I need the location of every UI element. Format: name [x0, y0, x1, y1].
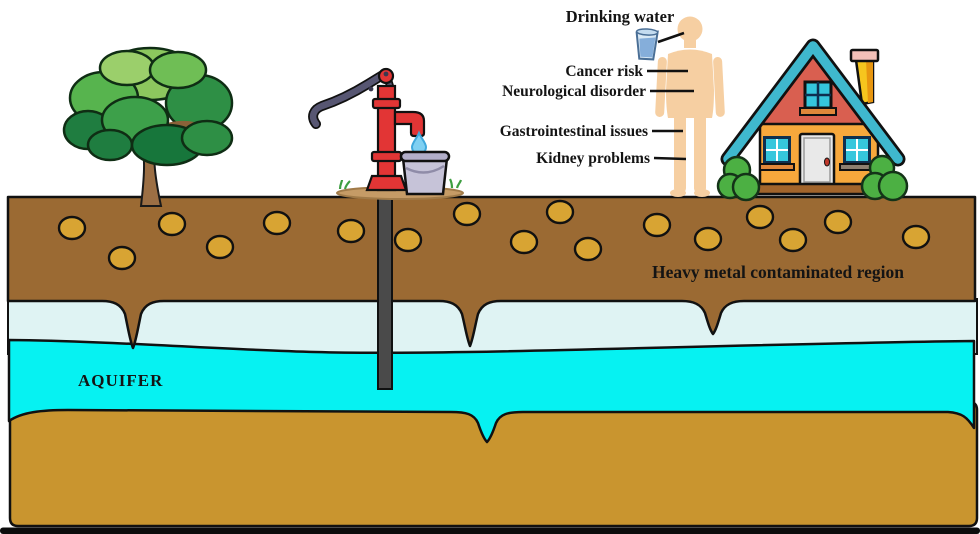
pump-collar-top — [371, 97, 402, 110]
roof-band — [723, 41, 903, 164]
left-window-cross — [766, 139, 788, 161]
contaminant-particle — [823, 209, 853, 235]
tree — [62, 46, 234, 207]
contaminant-particle — [107, 245, 137, 271]
aquifer-label: AQUIFER — [78, 371, 163, 390]
contaminant-particle — [509, 229, 539, 255]
contaminant-particle — [452, 201, 482, 227]
grass-tufts — [338, 178, 463, 190]
person-torso — [666, 49, 714, 118]
aquifer-layer — [7, 338, 976, 444]
label-leader-lines — [647, 31, 694, 161]
person-left-arm — [655, 57, 667, 117]
right-window-cross — [846, 139, 868, 161]
pump-bolt — [383, 71, 389, 77]
pump-base — [365, 174, 408, 192]
neurological-label: Neurological disorder — [502, 83, 646, 100]
house — [716, 38, 909, 202]
contaminant-particle — [57, 215, 87, 241]
bush — [877, 170, 909, 202]
pump-collar-mid — [370, 150, 403, 163]
bushes — [716, 154, 909, 202]
kidney-line — [653, 156, 687, 161]
drinking-water-line — [657, 31, 685, 44]
tree-foliage-front — [62, 95, 234, 167]
chimney-cap — [849, 48, 880, 63]
water-glass-icon — [635, 28, 659, 61]
contaminant-particle — [693, 226, 723, 252]
contaminant-particle — [393, 227, 423, 253]
door-panel — [803, 137, 831, 183]
chimney-shade — [866, 60, 873, 103]
contaminant-particle — [642, 212, 672, 238]
door-knob — [824, 157, 830, 167]
bucket — [399, 150, 451, 196]
contaminant-particle — [573, 236, 603, 262]
heavy-metal-particles — [57, 199, 931, 271]
contaminant-particle — [545, 199, 575, 225]
person-neck — [684, 36, 696, 48]
kidney-label: Kidney problems — [536, 150, 650, 167]
drinking-water-label: Drinking water — [566, 7, 675, 26]
contaminant-particle — [336, 218, 366, 244]
attic-window-cross — [805, 82, 831, 108]
contaminated-soil-layer — [6, 195, 977, 350]
contaminant-particle — [157, 211, 187, 237]
person-left-leg — [674, 112, 686, 194]
contaminant-particle — [745, 204, 775, 230]
person-right-foot — [694, 189, 710, 197]
left-window-sill — [759, 163, 795, 171]
contaminant-particle — [778, 227, 808, 253]
person-head — [677, 16, 703, 42]
figure-bottom-border — [0, 527, 980, 534]
contaminated-region-label: Heavy metal contaminated region — [652, 262, 904, 282]
contaminant-particle — [205, 234, 235, 260]
person-figure — [655, 16, 725, 197]
contaminant-particle — [262, 210, 292, 236]
contaminant-particle — [901, 224, 931, 250]
underground-cross-section: Heavy metal contaminated region AQUIFER — [6, 195, 979, 528]
person-right-arm — [713, 56, 725, 117]
cancer-risk-label: Cancer risk — [565, 63, 643, 80]
gastrointestinal-label: Gastrointestinal issues — [500, 123, 648, 140]
bush — [731, 172, 761, 202]
person-left-foot — [670, 189, 686, 197]
well-pipe — [377, 194, 393, 390]
pump-bolt — [368, 86, 374, 92]
attic-window-sill — [799, 107, 837, 116]
person-right-leg — [694, 112, 706, 194]
pump-spout — [393, 110, 426, 138]
